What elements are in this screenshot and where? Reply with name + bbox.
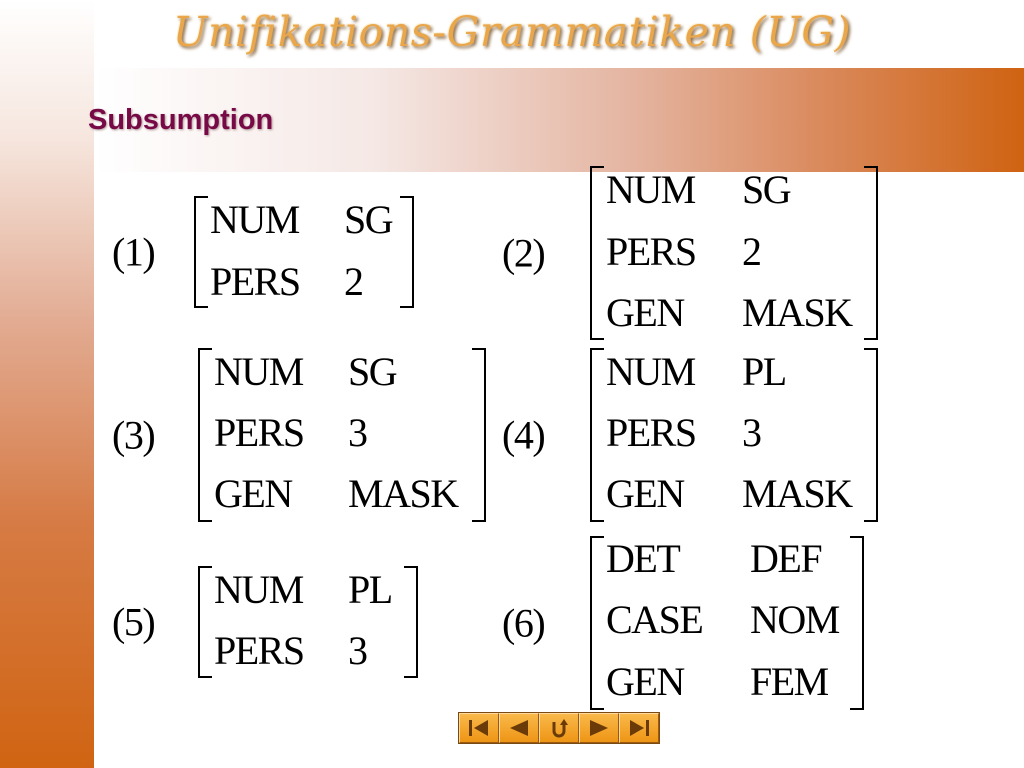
- left-bracket: [590, 166, 604, 340]
- left-bracket: [590, 348, 604, 522]
- next-slide-button[interactable]: [579, 713, 619, 743]
- feature-name: GEN: [606, 659, 685, 704]
- feature-name: GEN: [214, 471, 293, 516]
- left-gradient-band: [0, 0, 94, 768]
- feature-value: 3: [348, 410, 368, 455]
- next-slide-icon: [590, 720, 608, 736]
- feature-value: 3: [742, 410, 762, 455]
- last-slide-button[interactable]: [619, 713, 659, 743]
- structure-label: (5): [112, 599, 156, 645]
- feature-name: NUM: [210, 197, 300, 242]
- feature-name: DET: [606, 536, 681, 581]
- right-bracket: [400, 196, 414, 308]
- feature-name: NUM: [606, 349, 696, 394]
- left-bracket: [194, 196, 208, 308]
- feature-name: GEN: [606, 471, 685, 516]
- right-bracket: [850, 536, 864, 710]
- attribute-value-matrix: NUM PL PERS 3 GEN MASK: [590, 348, 878, 522]
- return-icon: [552, 719, 568, 738]
- feature-value: 2: [742, 229, 762, 274]
- left-bracket: [590, 536, 604, 710]
- feature-name: GEN: [606, 290, 685, 335]
- feature-name: NUM: [214, 567, 304, 612]
- structure-label: (2): [502, 230, 546, 276]
- feature-name: CASE: [606, 597, 704, 642]
- right-bracket: [472, 348, 486, 522]
- feature-value: MASK: [348, 471, 459, 516]
- feature-value: DEF: [750, 536, 823, 581]
- attribute-value-matrix: NUM SG PERS 3 GEN MASK: [198, 348, 486, 522]
- structure-label: (1): [112, 229, 156, 275]
- feature-name: PERS: [214, 628, 305, 673]
- attribute-value-matrix: DET DEF CASE NOM GEN FEM: [590, 536, 864, 710]
- feature-structure-3: (3) NUM SG PERS 3 GEN MASK: [112, 348, 490, 522]
- feature-name: NUM: [214, 349, 304, 394]
- feature-name: PERS: [210, 259, 301, 304]
- structure-label: (4): [502, 412, 546, 458]
- right-bracket: [404, 566, 418, 678]
- left-bracket: [198, 348, 212, 522]
- feature-value: PL: [742, 349, 787, 394]
- feature-structure-6: (6) DET DEF CASE NOM GEN FEM: [502, 536, 868, 710]
- return-button[interactable]: [539, 713, 579, 743]
- first-slide-button[interactable]: [459, 713, 499, 743]
- app-title: Unifikations-Grammatiken (UG): [172, 8, 852, 56]
- top-gradient-band: [94, 68, 1024, 172]
- feature-value: 2: [344, 259, 364, 304]
- previous-slide-button[interactable]: [499, 713, 539, 743]
- structure-label: (6): [502, 600, 546, 646]
- feature-structure-4: (4) NUM PL PERS 3 GEN MASK: [502, 348, 882, 522]
- feature-value: SG: [344, 197, 394, 242]
- feature-value: SG: [348, 349, 398, 394]
- attribute-value-matrix: NUM SG PERS 2 GEN MASK: [590, 166, 878, 340]
- feature-value: MASK: [742, 471, 853, 516]
- feature-value: 3: [348, 628, 368, 673]
- feature-name: PERS: [606, 229, 697, 274]
- feature-structure-1: (1) NUM SG PERS 2: [112, 196, 422, 308]
- feature-value: FEM: [750, 659, 829, 704]
- right-bracket: [864, 166, 878, 340]
- left-bracket: [198, 566, 212, 678]
- feature-name: NUM: [606, 167, 696, 212]
- feature-name: PERS: [606, 410, 697, 455]
- previous-slide-icon: [510, 720, 528, 736]
- last-slide-icon: [630, 720, 649, 736]
- attribute-value-matrix: NUM PL PERS 3: [198, 566, 418, 678]
- feature-value: MASK: [742, 290, 853, 335]
- feature-structure-2: (2) NUM SG PERS 2 GEN MASK: [502, 166, 882, 340]
- feature-value: SG: [742, 167, 792, 212]
- attribute-value-matrix: NUM SG PERS 2: [194, 196, 414, 308]
- first-slide-icon: [469, 720, 488, 736]
- right-bracket: [864, 348, 878, 522]
- structure-label: (3): [112, 412, 156, 458]
- page-title: Subsumption: [88, 104, 274, 136]
- slide-navigation-bar: [458, 712, 660, 744]
- feature-structure-5: (5) NUM PL PERS 3: [112, 566, 422, 678]
- feature-value: NOM: [750, 597, 840, 642]
- feature-name: PERS: [214, 410, 305, 455]
- feature-value: PL: [348, 567, 393, 612]
